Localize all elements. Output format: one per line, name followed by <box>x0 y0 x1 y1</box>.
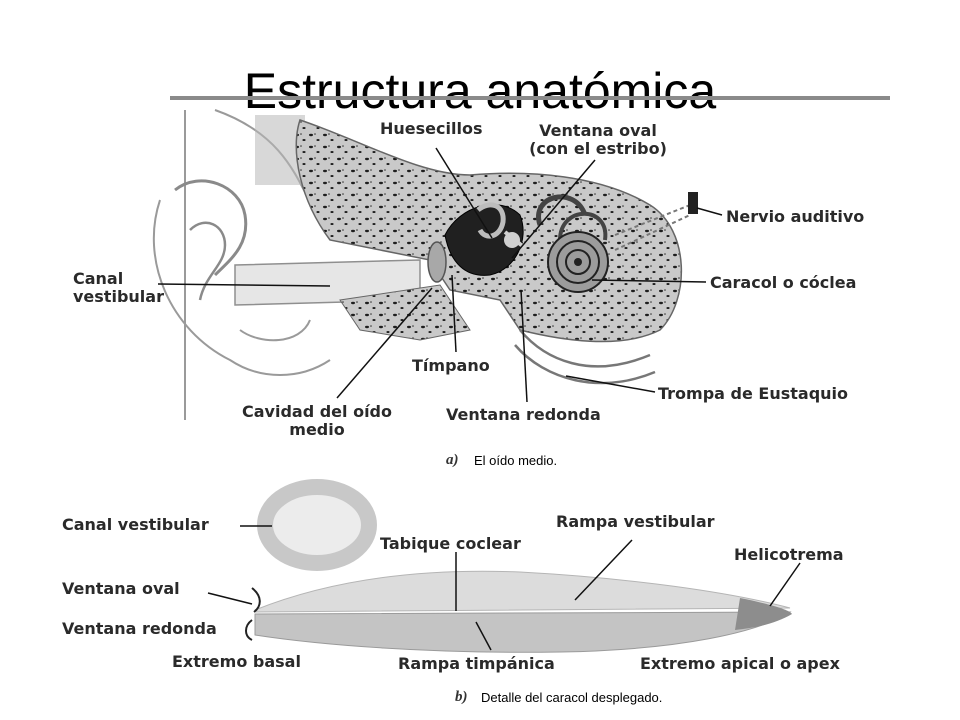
label-ventana-redonda-a: Ventana redonda <box>446 405 601 424</box>
label-extremo-basal: Extremo basal <box>172 652 301 671</box>
label-rampa-timpanica: Rampa timpánica <box>398 654 555 673</box>
label-timpano: Tímpano <box>412 356 490 375</box>
label-ventana-oval-a-line2: (con el estribo) <box>529 139 667 158</box>
middle-ear-illustration <box>152 109 698 420</box>
label-canal-vestibular-a-line2: vestibular <box>73 287 164 306</box>
label-canal-vestibular-b: Canal vestibular <box>62 515 209 534</box>
label-canal-vestibular-a-line1: Canal <box>73 269 124 288</box>
label-extremo-apical: Extremo apical o apex <box>640 654 840 673</box>
unrolled-cochlea-illustration <box>245 479 792 653</box>
figure-a-leader-lines <box>157 147 723 403</box>
figure-b-letter: b) <box>455 689 468 705</box>
label-caracol: Caracol o cóclea <box>710 273 857 292</box>
label-trompa-eustaquio: Trompa de Eustaquio <box>658 384 849 403</box>
figure-b-caption: Detalle del caracol desplegado. <box>481 690 663 705</box>
label-huesecillos: Huesecillos <box>380 119 483 138</box>
label-rampa-vestibular: Rampa vestibular <box>556 512 715 531</box>
label-cavidad-line1: Cavidad del oído <box>241 402 392 421</box>
page-title: Estructura anatómica <box>243 62 717 119</box>
label-canal-vestibular-a: Canal vestibular <box>73 270 164 306</box>
figure-a-caption: El oído medio. <box>474 453 558 468</box>
label-ventana-redonda-b: Ventana redonda <box>62 619 217 638</box>
label-cavidad-line2: medio <box>289 420 345 439</box>
figure-a-letter: a) <box>446 452 459 468</box>
label-tabique-coclear: Tabique coclear <box>380 534 521 553</box>
label-ventana-oval-a: Ventana oval (con el estribo) <box>518 122 678 158</box>
label-ventana-oval-a-line1: Ventana oval <box>539 121 657 140</box>
figure-b-leader-lines <box>207 525 801 651</box>
title-underline <box>170 96 890 100</box>
label-cavidad-oido-medio: Cavidad del oído medio <box>222 403 412 439</box>
label-nervio-auditivo: Nervio auditivo <box>726 207 865 226</box>
label-helicotrema: Helicotrema <box>734 545 844 564</box>
label-ventana-oval-b: Ventana oval <box>62 579 180 598</box>
